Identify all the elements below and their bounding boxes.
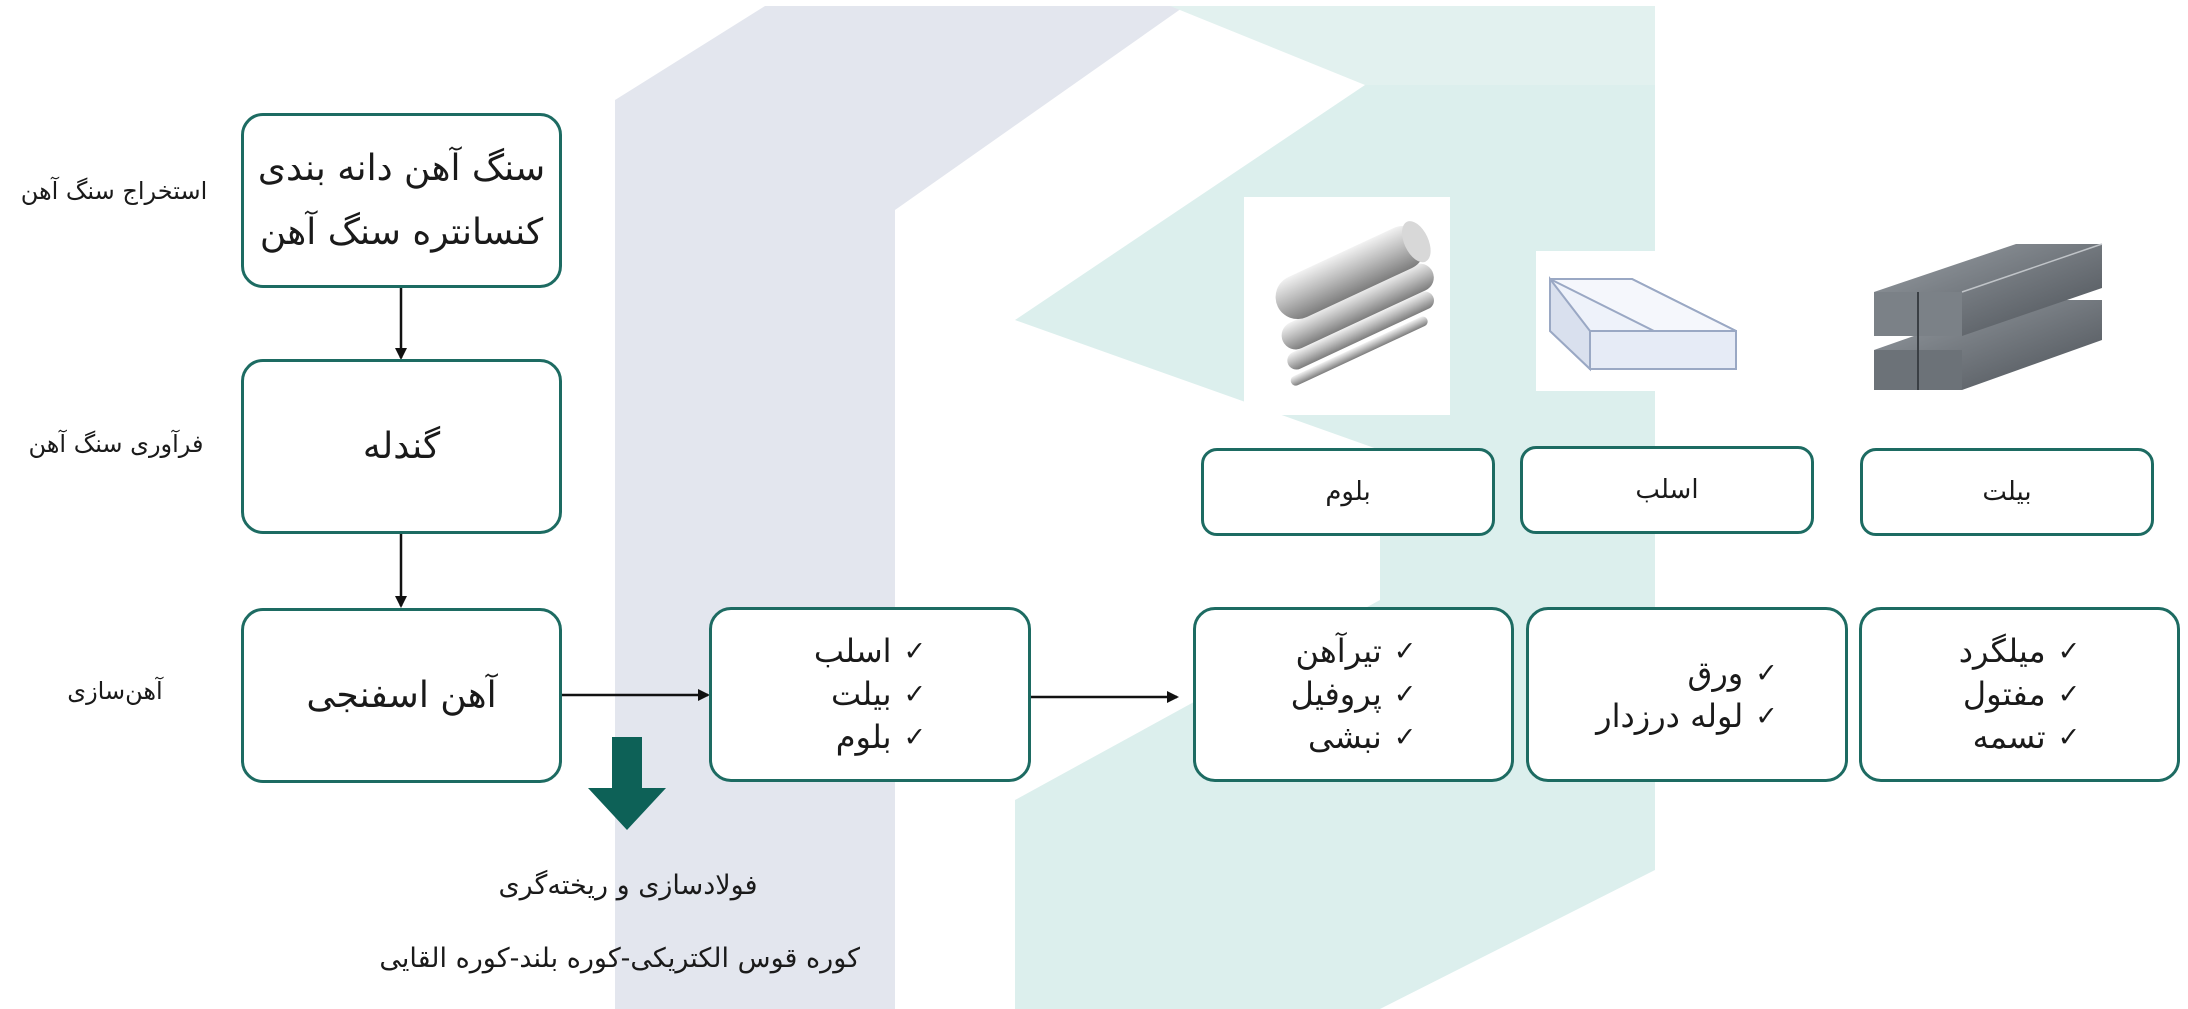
bloom-label-box: بلوم [1201,448,1495,536]
steelmaking-down-arrow [588,737,666,830]
ore-line-concentrate: کنسانتره سنگ آهن [259,211,544,253]
stage-label-mining: استخراج سنگ آهن [20,177,208,205]
check-item-profile: ✓پروفیل [1291,673,1417,716]
bloom-photo [1244,197,1450,415]
check-item-wire: ✓مفتول [1963,673,2080,716]
pellet-label: گندله [362,425,441,467]
check-item-sheet: ✓ورق [1688,652,1778,695]
dri-label: آهن اسفنجی [306,674,497,716]
pellet-box: گندله [241,359,562,534]
check-item-bloom: ✓بلوم [836,716,926,759]
billet-products-list: ✓میلگرد ✓مفتول ✓تسمه [1959,630,2081,759]
check-icon: ✓ [2057,722,2081,753]
billet-label: بیلت [1982,477,2032,507]
round-steel-bars-image [1275,221,1434,386]
check-icon: ✓ [1393,722,1417,753]
check-icon: ✓ [903,722,927,753]
semi-products-box: ✓اسلب ✓بیلت ✓بلوم [709,607,1031,782]
slab-products-list: ✓ورق ✓لوله درزدار [1596,652,1778,738]
bloom-products-box: ✓تیرآهن ✓پروفیل ✓نبشی [1193,607,1514,782]
check-item-ibeam: ✓تیرآهن [1295,630,1416,673]
check-item-billet: ✓بیلت [831,673,926,716]
steel-slab-image [1549,276,1737,372]
dri-box: آهن اسفنجی [241,608,562,783]
ore-box: سنگ آهن دانه بندی کنسانتره سنگ آهن [241,113,562,288]
ore-line-graded: سنگ آهن دانه بندی [257,147,546,189]
bloom-label: بلوم [1325,477,1371,507]
watermark-teal-top [1170,6,1655,85]
slab-products-box: ✓ورق ✓لوله درزدار [1526,607,1848,782]
check-icon: ✓ [903,679,927,710]
stage-label-processing: فرآوری سنگ آهن [28,430,204,458]
billet-photo [1866,240,2110,410]
billet-products-box: ✓میلگرد ✓مفتول ✓تسمه [1859,607,2180,782]
semi-products-list: ✓اسلب ✓بیلت ✓بلوم [814,630,926,759]
steel-billets-image [1874,243,2103,390]
check-item-strip: ✓تسمه [1973,716,2081,759]
check-icon: ✓ [2057,679,2081,710]
slab-label-box: اسلب [1520,446,1814,534]
steelmaking-title: فولادسازی و ریخته‌گری [498,870,758,901]
check-icon: ✓ [1393,636,1417,667]
check-item-welded-pipe: ✓لوله درزدار [1596,695,1778,738]
check-item-angle: ✓نبشی [1308,716,1416,759]
check-item-slab: ✓اسلب [814,630,926,673]
billet-label-box: بیلت [1860,448,2154,536]
stage-label-ironmaking: آهن‌سازی [67,677,163,705]
steelmaking-subtitle: کوره قوس الکتریکی-کوره بلند-کوره القایی [379,943,860,974]
bloom-products-list: ✓تیرآهن ✓پروفیل ✓نبشی [1291,630,1417,759]
check-icon: ✓ [2057,636,2081,667]
check-icon: ✓ [1755,657,1778,689]
slab-photo [1536,251,1746,391]
check-item-rebar: ✓میلگرد [1959,630,2081,673]
check-icon: ✓ [1755,700,1778,732]
slab-label: اسلب [1635,475,1699,505]
check-icon: ✓ [903,636,927,667]
check-icon: ✓ [1393,679,1417,710]
